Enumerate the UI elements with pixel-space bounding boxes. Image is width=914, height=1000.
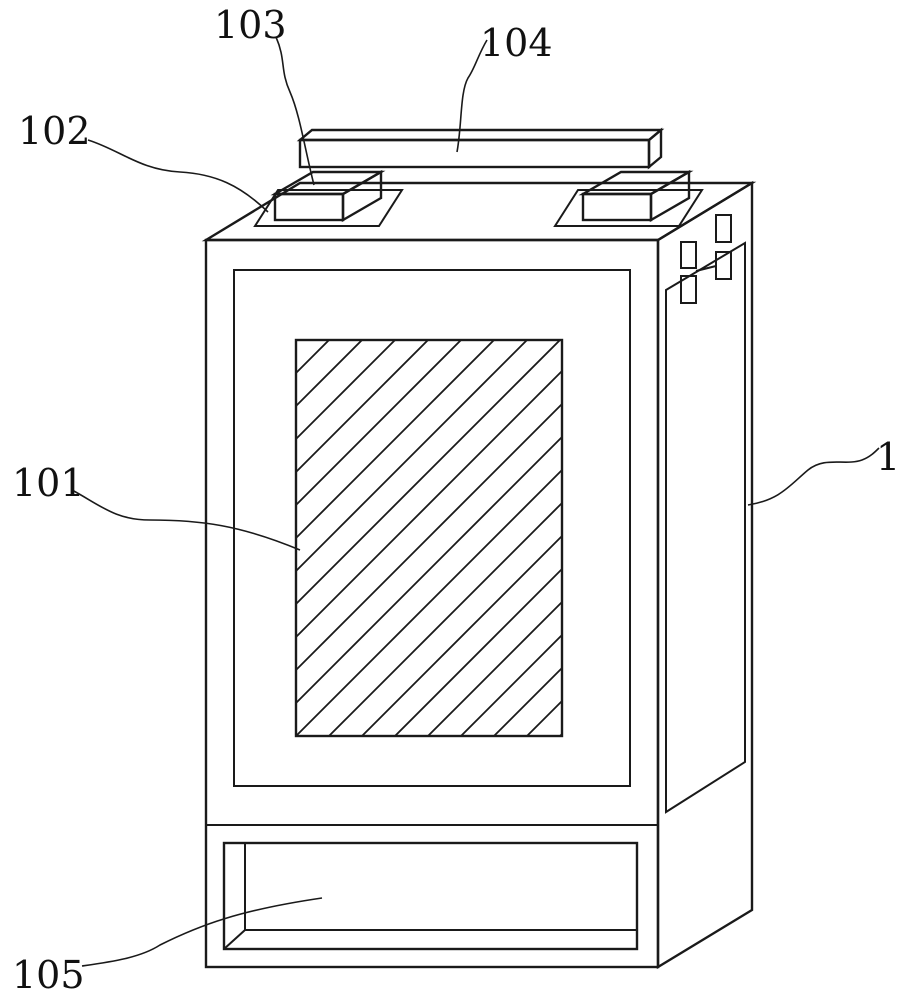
hatch-line [296, 340, 529, 573]
leader-line-101 [71, 489, 301, 551]
hinge-lower-right [715, 251, 732, 280]
side-panel-outline [665, 241, 746, 814]
label-main-body: 1 [876, 435, 900, 479]
door-frame [233, 269, 631, 787]
hatch-line [296, 369, 562, 639]
handle-bar [296, 127, 665, 170]
label-handle: 104 [480, 21, 553, 65]
hatch-line [296, 340, 496, 540]
leader-line-103 [275, 36, 315, 186]
hatch-line [296, 340, 364, 408]
drawer-inner-corner [223, 929, 246, 950]
hatch-line [558, 732, 562, 736]
drawer [222, 841, 639, 951]
support-block-right-side [649, 169, 691, 223]
leader-line-105 [81, 897, 323, 967]
hatch-line [296, 340, 298, 342]
support-block-left-front [273, 192, 345, 222]
hinge-lower-left [680, 275, 697, 304]
hatch-line [296, 468, 562, 736]
leader-line-102 [87, 139, 269, 213]
support-block-right-front [581, 192, 653, 222]
drawer-outer [222, 841, 639, 951]
base-plate-left [253, 189, 404, 227]
cabinet-body [201, 180, 757, 970]
hatch-line [296, 340, 397, 441]
window-hatching [296, 340, 562, 736]
window-panel [294, 338, 564, 738]
hatch-line [296, 435, 562, 705]
hatch-line [327, 501, 562, 736]
hinge-upper-left [680, 241, 697, 269]
support-block-right [578, 169, 694, 223]
hatch-line [459, 633, 562, 736]
leader-line-104 [456, 39, 488, 153]
label-base-plate: 102 [18, 109, 91, 153]
label-support-block: 103 [214, 3, 287, 47]
leader-line-1 [747, 447, 880, 506]
support-block-left [270, 169, 386, 223]
hatch-line [296, 340, 463, 507]
handle-bar-side [647, 127, 663, 170]
hatch-line [492, 666, 562, 736]
hinge-connector [695, 265, 717, 272]
hatch-line [393, 567, 562, 736]
label-drawer: 105 [12, 953, 85, 997]
base-plate-right [553, 189, 704, 227]
handle-bar-top [296, 128, 665, 142]
support-block-left-side [341, 169, 383, 223]
handle-bar-front [298, 138, 651, 169]
hatch-line [296, 340, 430, 474]
label-window: 101 [12, 461, 85, 505]
cabinet-side-face [656, 180, 754, 970]
side-panel [665, 214, 746, 814]
cabinet-front-face [204, 238, 660, 969]
hatch-line [426, 600, 562, 736]
hatch-line [296, 402, 562, 672]
hatch-line [360, 534, 562, 736]
hatch-line [296, 340, 562, 606]
hinge-upper-right [715, 214, 732, 243]
